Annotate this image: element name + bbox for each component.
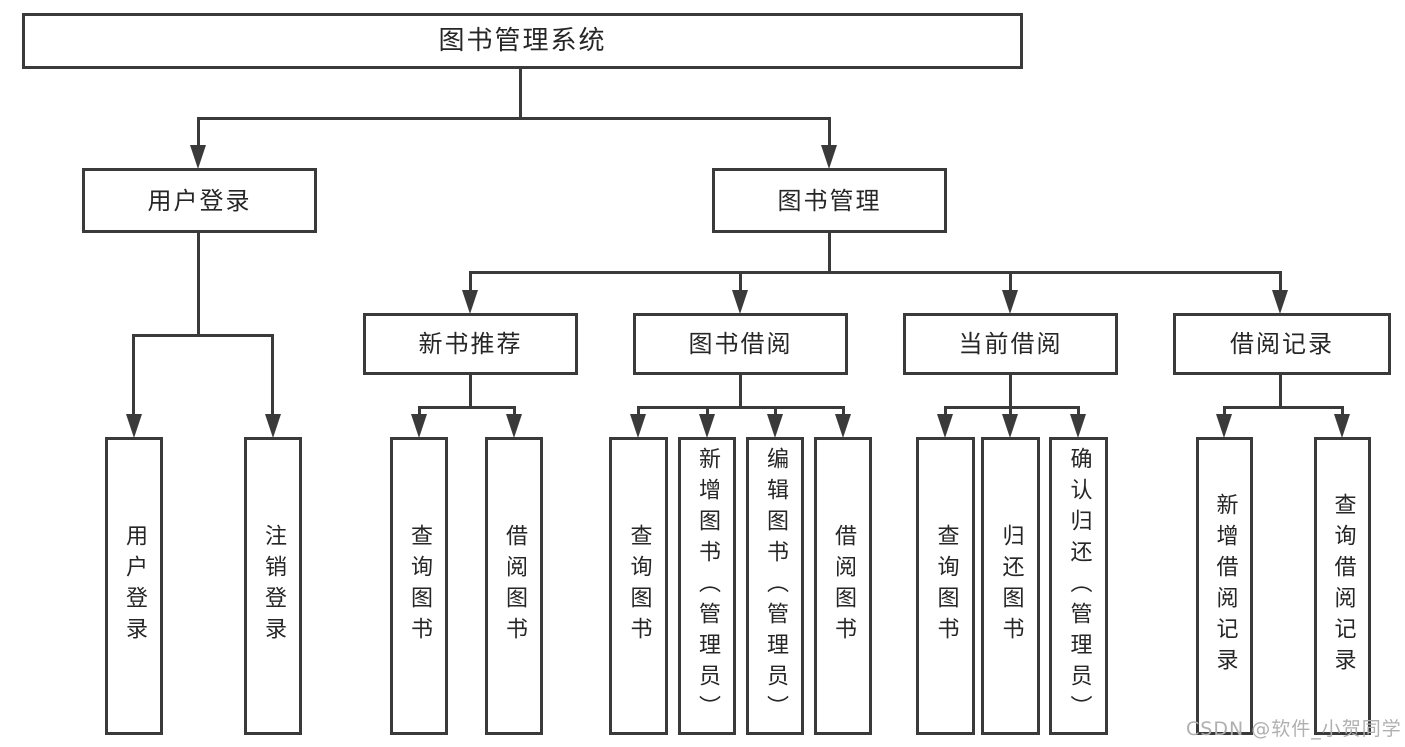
arrow-down-icon [265, 414, 281, 438]
arrow-down-icon [630, 414, 646, 438]
connector-current-borrowing-stem [1009, 375, 1012, 408]
connector-drop-new-book [469, 271, 472, 294]
connector-current-borrowing-crossbar [944, 406, 1080, 409]
connector-user-login-crossbar [132, 334, 274, 337]
connector-drop [1341, 406, 1344, 417]
connector-book-borrowing-stem [739, 375, 742, 408]
connector-book-management-stem [828, 233, 831, 273]
arrow-down-icon [1002, 414, 1018, 438]
connector-borrowing-records-stem [1279, 375, 1282, 408]
connector-root-stem [519, 68, 522, 119]
arrow-down-icon [937, 414, 953, 438]
node-user-login-label: 用户登录 [147, 186, 252, 215]
leaf-user-login-label: 用户登录 [122, 524, 147, 648]
leaf-borrow-books-label: 借阅图书 [831, 524, 856, 648]
connector-drop-current-borrow [1009, 271, 1012, 294]
connector-root-crossbar [198, 117, 831, 120]
node-user-login: 用户登录 [82, 168, 317, 233]
connector-drop-leaf-user-login [132, 334, 135, 417]
leaf-confirm-return-admin-label: 确认归还（管理员） [1066, 446, 1092, 726]
arrow-down-icon [126, 414, 142, 438]
connector-drop-book-management [828, 117, 831, 148]
leaf-edit-books-admin: 编辑图书（管理员） [746, 437, 804, 735]
arrow-down-icon [767, 414, 783, 438]
leaf-add-borrow-record-label: 新增借阅记录 [1212, 493, 1238, 679]
arrow-down-icon [699, 414, 715, 438]
leaf-search-books-current-label: 查询图书 [933, 524, 959, 648]
leaf-search-books-borrowing-label: 查询图书 [626, 524, 652, 648]
arrow-down-icon [1334, 414, 1350, 438]
arrow-down-icon [1216, 414, 1232, 438]
connector-book-management-crossbar [469, 271, 1282, 274]
arrow-down-icon [1272, 290, 1288, 314]
leaf-edit-books-admin-label: 编辑图书（管理员） [763, 446, 788, 726]
leaf-user-login: 用户登录 [105, 437, 163, 735]
node-current-borrowing-label: 当前借阅 [958, 330, 1063, 358]
connector-new-book-stem [469, 375, 472, 408]
leaf-return-books-label: 归还图书 [998, 524, 1024, 648]
connector-new-book-crossbar [418, 406, 516, 409]
connector-user-login-stem [197, 233, 200, 336]
connector-drop [944, 406, 947, 417]
node-book-management-label: 图书管理 [777, 186, 882, 215]
leaf-search-books-current: 查询图书 [916, 437, 975, 735]
connector-drop [1223, 406, 1226, 417]
node-library-management-system-label: 图书管理系统 [438, 26, 607, 56]
connector-book-borrowing-crossbar [637, 406, 845, 409]
arrow-down-icon [462, 290, 478, 314]
leaf-confirm-return-admin: 确认归还（管理员） [1049, 437, 1108, 735]
arrow-down-icon [835, 414, 851, 438]
leaf-search-borrow-record: 查询借阅记录 [1314, 437, 1371, 735]
leaf-add-borrow-record: 新增借阅记录 [1196, 437, 1253, 735]
arrow-down-icon [732, 290, 748, 314]
arrow-down-icon [411, 414, 427, 438]
connector-drop-book-borrow [739, 271, 742, 294]
connector-drop [1009, 406, 1012, 417]
connector-drop-leaf-logout [271, 334, 274, 417]
node-book-borrowing-label: 图书借阅 [688, 330, 793, 358]
connector-drop-borrow-record [1279, 271, 1282, 294]
connector-drop [1077, 406, 1080, 417]
leaf-search-books-recommend: 查询图书 [390, 437, 448, 735]
leaf-search-books-borrowing: 查询图书 [609, 437, 668, 735]
arrow-down-icon [506, 414, 522, 438]
connector-borrowing-records-crossbar [1223, 406, 1344, 409]
node-current-borrowing: 当前借阅 [903, 313, 1118, 375]
arrow-down-icon [1002, 290, 1018, 314]
leaf-add-books-admin: 新增图书（管理员） [678, 437, 736, 735]
leaf-borrow-books-recommend: 借阅图书 [485, 437, 543, 735]
node-borrowing-records-label: 借阅记录 [1230, 330, 1334, 358]
leaf-add-books-admin-label: 新增图书（管理员） [695, 446, 720, 726]
connector-drop [706, 406, 709, 417]
node-book-borrowing: 图书借阅 [633, 313, 848, 375]
connector-drop [418, 406, 421, 417]
leaf-logout-label: 注销登录 [261, 524, 286, 648]
leaf-logout: 注销登录 [244, 437, 302, 735]
leaf-search-books-recommend-label: 查询图书 [407, 524, 432, 648]
arrow-down-icon [1070, 414, 1086, 438]
node-new-book-recommendation: 新书推荐 [363, 313, 578, 375]
connector-drop-user-login [197, 117, 200, 148]
leaf-search-borrow-record-label: 查询借阅记录 [1330, 493, 1356, 679]
node-borrowing-records: 借阅记录 [1173, 313, 1391, 375]
node-library-management-system: 图书管理系统 [22, 13, 1023, 69]
node-new-book-recommendation-label: 新书推荐 [418, 330, 523, 358]
connector-drop [513, 406, 516, 417]
arrow-down-icon [821, 145, 837, 169]
leaf-borrow-books-recommend-label: 借阅图书 [502, 524, 527, 648]
arrow-down-icon [190, 145, 206, 169]
leaf-borrow-books: 借阅图书 [814, 437, 872, 735]
leaf-return-books: 归还图书 [981, 437, 1040, 735]
connector-drop [842, 406, 845, 417]
connector-drop [774, 406, 777, 417]
node-book-management: 图书管理 [712, 168, 947, 233]
connector-drop [637, 406, 640, 417]
csdn-watermark: CSDN @软件_小贺同学 [1186, 718, 1402, 740]
